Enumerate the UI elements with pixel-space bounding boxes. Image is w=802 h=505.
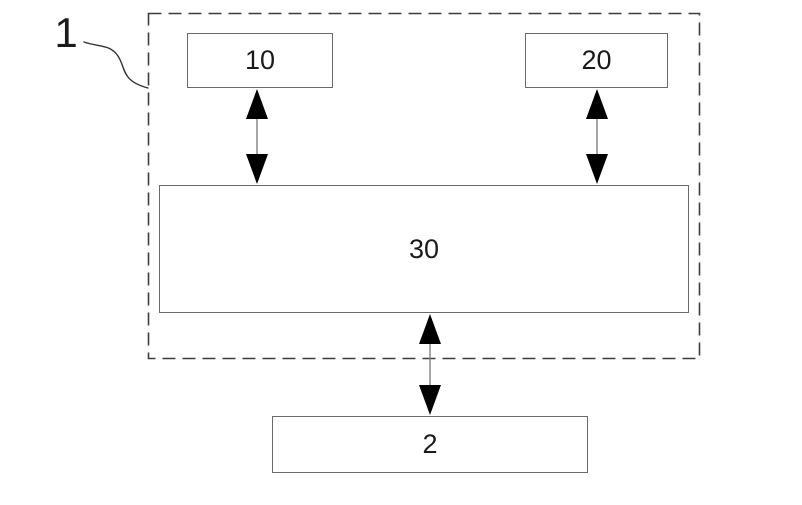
arrowhead-down-icon bbox=[586, 154, 608, 184]
block-2-label: 2 bbox=[422, 429, 438, 459]
arrowhead-down-icon bbox=[419, 385, 441, 415]
arrow-20-30 bbox=[586, 89, 608, 184]
block-20: 20 bbox=[525, 33, 668, 88]
arrow-10-30 bbox=[246, 89, 268, 184]
arrowhead-down-icon bbox=[246, 154, 268, 184]
arrowhead-up-icon bbox=[586, 89, 608, 119]
outer-boundary-label: 1 bbox=[54, 9, 78, 56]
arrowhead-up-icon bbox=[419, 314, 441, 344]
arrow-30-2 bbox=[419, 314, 441, 415]
block-20-label: 20 bbox=[581, 45, 612, 75]
block-2: 2 bbox=[272, 416, 588, 473]
arrowhead-up-icon bbox=[246, 89, 268, 119]
block-10-label: 10 bbox=[244, 45, 276, 75]
leader-line bbox=[83, 41, 149, 89]
block-10: 10 bbox=[187, 33, 333, 88]
block-30-label: 30 bbox=[408, 233, 440, 264]
dashed-boundary bbox=[147, 12, 701, 360]
block-30: 30 bbox=[159, 185, 689, 313]
